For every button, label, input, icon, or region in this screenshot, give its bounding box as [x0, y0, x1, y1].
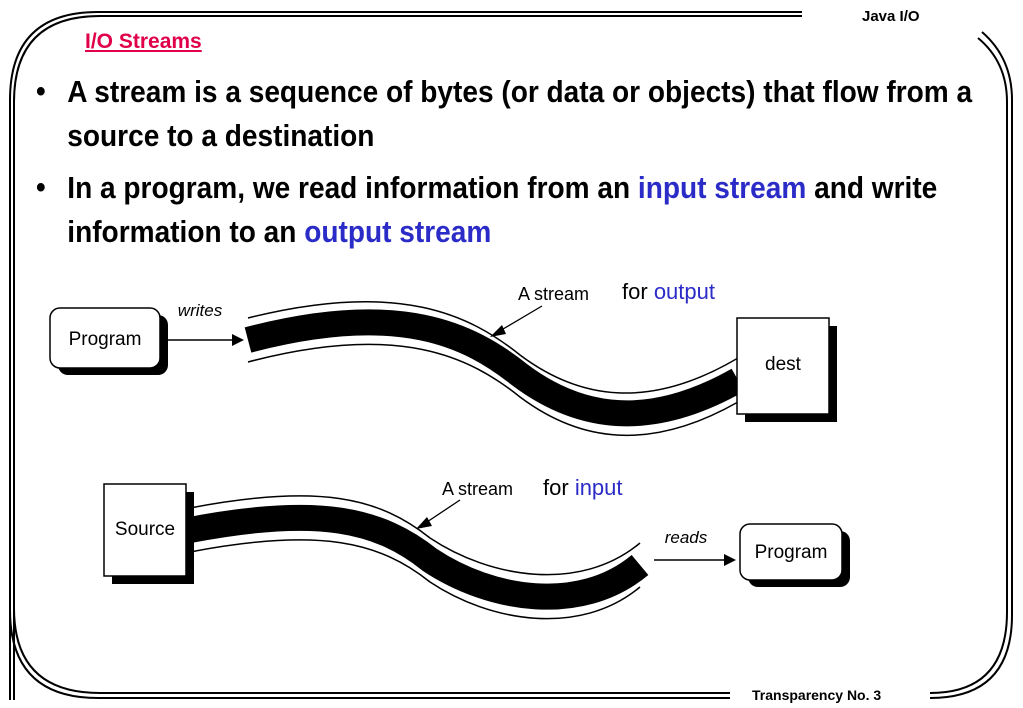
- stream-label: A stream: [442, 479, 513, 499]
- for-input-highlight: input: [574, 475, 623, 500]
- for-input-label: for input: [543, 475, 623, 501]
- stream-label: A stream: [518, 284, 589, 304]
- bullet-list: • A stream is a sequence of bytes (or da…: [36, 70, 972, 262]
- program-box: [49, 307, 161, 369]
- input-stream-highlight: input stream: [637, 171, 807, 205]
- slide-title: I/O Streams: [85, 30, 202, 53]
- for-output-highlight: output: [653, 279, 715, 304]
- dest-box: [736, 317, 830, 415]
- reads-label: reads: [665, 528, 708, 547]
- source-label: Source: [115, 519, 175, 540]
- bullet-item: • A stream is a sequence of bytes (or da…: [36, 70, 996, 158]
- bullet-text: A stream is a sequence of bytes (or data…: [67, 75, 973, 153]
- bullet-icon: •: [36, 75, 46, 108]
- bullet-text-mid: and write information to an: [67, 171, 938, 249]
- source-box: [103, 483, 187, 577]
- dest-label: dest: [765, 354, 802, 375]
- input-stream-band: [187, 504, 649, 610]
- bullet-icon: •: [36, 171, 46, 204]
- program-label: Program: [755, 542, 828, 563]
- program-box: [739, 523, 843, 581]
- for-text: for: [622, 279, 648, 304]
- output-stream-band: [244, 309, 745, 427]
- output-stream-highlight: output stream: [304, 215, 492, 249]
- footer-transparency-label: Transparency No. 3: [752, 687, 882, 703]
- program-label: Program: [69, 329, 142, 350]
- for-text: for: [543, 475, 569, 500]
- header-course-label: Java I/O: [862, 8, 920, 25]
- bullet-text-pre: In a program, we read information from a…: [67, 171, 638, 205]
- writes-label: writes: [178, 301, 223, 320]
- for-output-label: for output: [622, 279, 715, 305]
- bullet-item: • In a program, we read information from…: [36, 166, 996, 254]
